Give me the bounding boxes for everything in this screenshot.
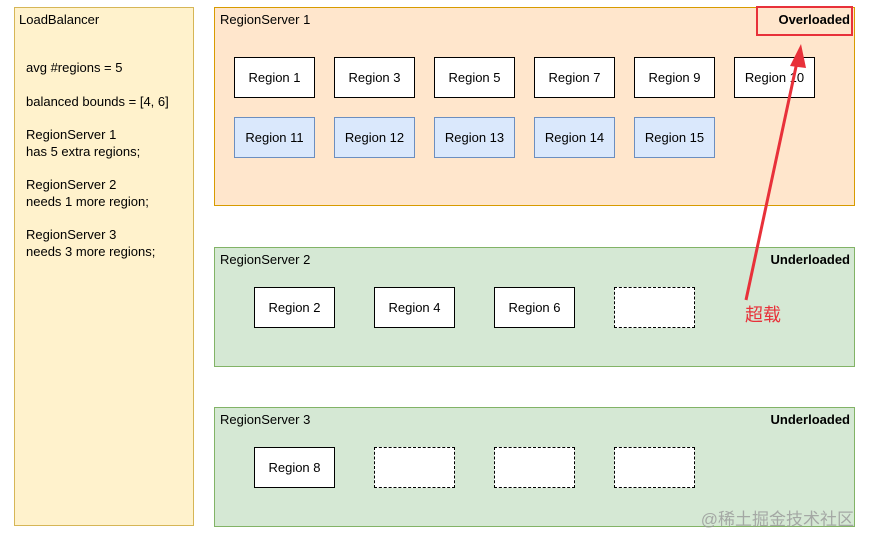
region-box: Region 5	[434, 57, 515, 98]
region-box: Region 3	[334, 57, 415, 98]
region-box: Region 15	[634, 117, 715, 158]
loadbalancer-title: LoadBalancer	[19, 12, 100, 27]
rs1-note: RegionServer 1 has 5 extra regions;	[26, 127, 141, 159]
empty-region-slot	[614, 447, 695, 488]
server-title: RegionServer 3	[220, 412, 311, 427]
balanced-bounds-text: balanced bounds = [4, 6]	[26, 94, 169, 109]
regionserver-1: RegionServer 1 Overloaded	[214, 7, 855, 206]
overloaded-highlight-box	[756, 6, 853, 36]
region-box: Region 7	[534, 57, 615, 98]
region-box: Region 6	[494, 287, 575, 328]
empty-region-slot	[494, 447, 575, 488]
empty-region-slot	[614, 287, 695, 328]
region-box: Region 14	[534, 117, 615, 158]
watermark: @稀土掘金技术社区	[700, 510, 854, 529]
status-label: Overloaded	[778, 12, 850, 27]
status-label: Underloaded	[770, 252, 850, 267]
region-box: Region 4	[374, 287, 455, 328]
status-label: Underloaded	[770, 412, 850, 427]
overloaded-annotation: 超载	[745, 305, 781, 325]
region-box: Region 2	[254, 287, 335, 328]
empty-region-slot	[374, 447, 455, 488]
region-box: Region 11	[234, 117, 315, 158]
region-box: Region 13	[434, 117, 515, 158]
avg-regions-text: avg #regions = 5	[26, 60, 123, 75]
region-box: Region 12	[334, 117, 415, 158]
region-box: Region 8	[254, 447, 335, 488]
loadbalancer-panel: LoadBalancer avg #regions = 5 balanced b…	[14, 7, 194, 526]
rs2-note: RegionServer 2 needs 1 more region;	[26, 177, 149, 209]
server-title: RegionServer 2	[220, 252, 311, 267]
rs3-note: RegionServer 3 needs 3 more regions;	[26, 227, 156, 259]
server-title: RegionServer 1	[220, 12, 311, 27]
region-box: Region 9	[634, 57, 715, 98]
region-box: Region 1	[234, 57, 315, 98]
